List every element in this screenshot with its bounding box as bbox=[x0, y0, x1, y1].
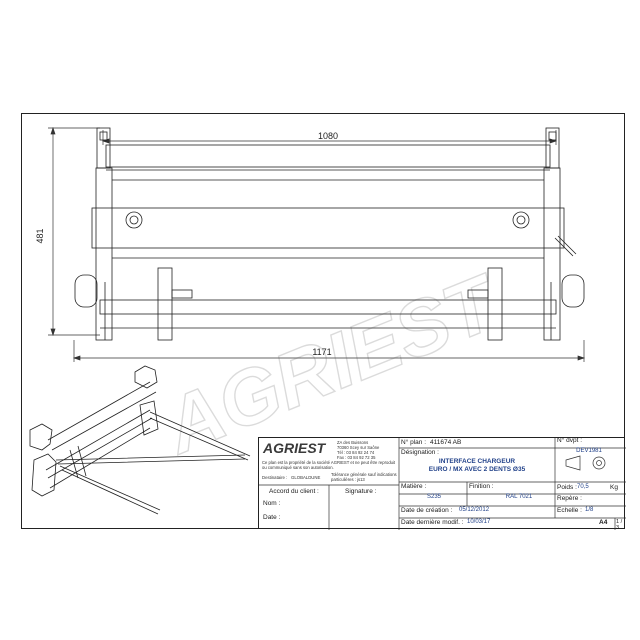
echelle-value: 1/8 bbox=[585, 507, 594, 513]
address-line: ZA des Buissons bbox=[337, 440, 369, 445]
plan-value: 411674 AB bbox=[430, 439, 462, 446]
dimension-height bbox=[48, 126, 100, 337]
date-label: Date : bbox=[263, 514, 281, 521]
isometric-view bbox=[29, 365, 251, 515]
poids-label: Poids : bbox=[557, 484, 577, 491]
drawing-frame bbox=[21, 113, 625, 529]
devpt-value: DEV1981 bbox=[576, 448, 602, 454]
agriest-logo: AGRIEST bbox=[263, 440, 326, 456]
finition-value: RAL 7021 bbox=[505, 494, 533, 500]
poids-unit: Kg bbox=[610, 484, 618, 491]
modif-value: 10/03/17 bbox=[467, 519, 491, 525]
address-line: 70360 Scey sur Saône bbox=[337, 445, 380, 450]
plan-label: N° plan : bbox=[401, 439, 427, 446]
address-line: Tél : 03 84 92 24 74 bbox=[337, 450, 375, 455]
title-block: AGRIEST ZA des Buissons 70360 Scey sur S… bbox=[258, 437, 626, 531]
finition-label: Finition : bbox=[469, 483, 494, 490]
poids-value: 70,5 bbox=[577, 484, 589, 490]
destinataire-label: Destinataire : bbox=[262, 475, 288, 480]
company-address: ZA des Buissons 70360 Scey sur Saône Tél… bbox=[337, 440, 399, 460]
designation-line-2: EURO / MX AVEC 2 DENTS Ø35 bbox=[428, 466, 526, 473]
devpt-label: N° dvpt : bbox=[557, 437, 582, 444]
designation-line-1: INTERFACE CHARGEUR bbox=[438, 458, 516, 465]
format-value: A4 bbox=[599, 519, 608, 526]
property-notice: Ce plan est la propriété de la société A… bbox=[262, 460, 396, 470]
nom-label: Nom : bbox=[263, 500, 281, 507]
dimension-width-label: 1080 bbox=[318, 131, 338, 141]
matiere-value: S235 bbox=[426, 494, 441, 500]
echelle-label: Echelle : bbox=[557, 507, 582, 514]
creation-value: 05/12/2012 bbox=[459, 507, 490, 513]
destinataire-value: GLOBALDUNE bbox=[291, 475, 321, 480]
dimension-height-label: 481 bbox=[35, 228, 45, 243]
modif-label: Date dernière modif. : bbox=[401, 519, 464, 526]
sheet-value: 1 / 3 bbox=[616, 519, 623, 531]
matiere-label: Matière : bbox=[401, 483, 427, 490]
designation-label: Désignation : bbox=[401, 449, 439, 456]
front-view bbox=[74, 127, 585, 341]
dimension-total-width-label: 1171 bbox=[312, 347, 331, 357]
address-line: Fax : 03 84 92 72 35 bbox=[337, 455, 376, 460]
dimension-total-width bbox=[72, 340, 586, 362]
signature-label: Signature : bbox=[345, 488, 377, 495]
accord-label: Accord du client : bbox=[269, 488, 319, 495]
repere-label: Repère : bbox=[557, 495, 582, 502]
tolerance-note: Tolérance générale sauf indications part… bbox=[331, 472, 397, 482]
creation-label: Date de création : bbox=[401, 507, 453, 514]
title-block-grid bbox=[259, 438, 626, 530]
